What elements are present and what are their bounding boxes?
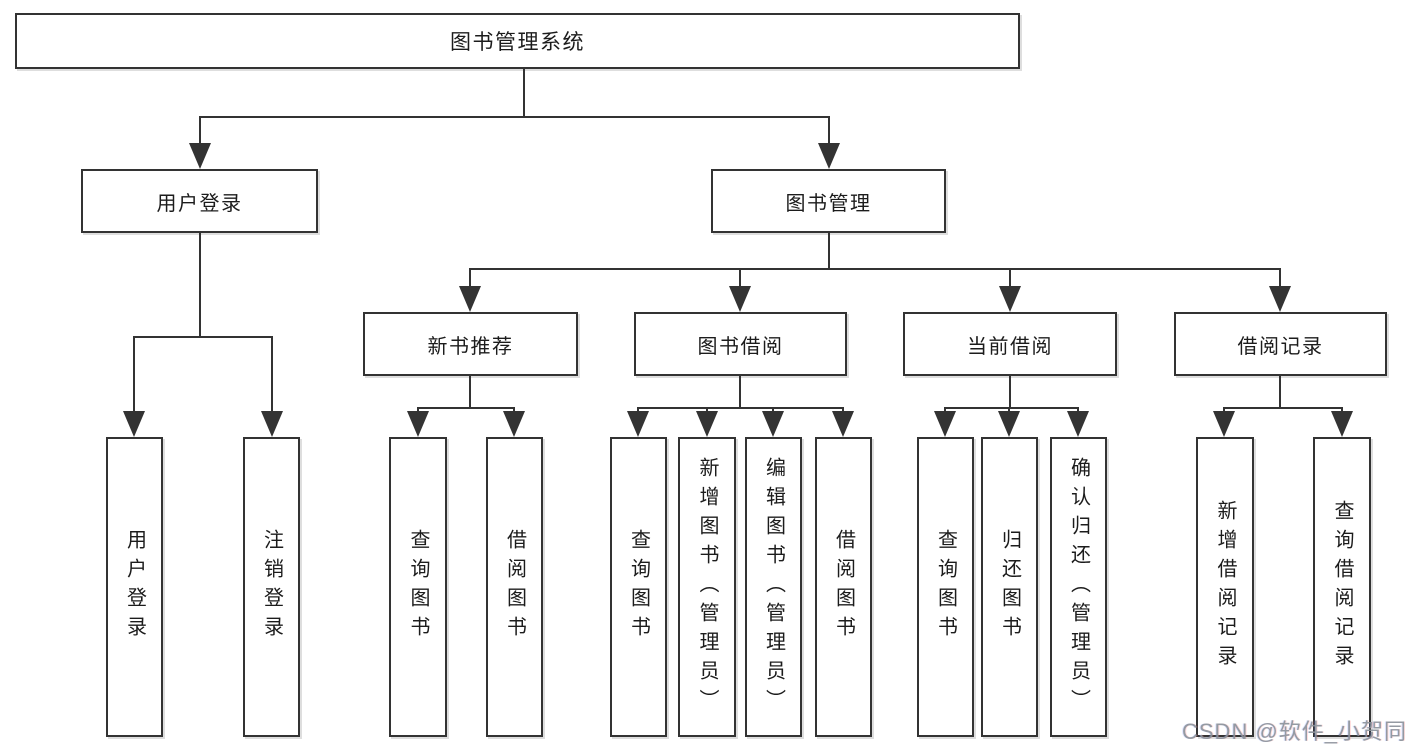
node-new-book-recommend: 新书推荐 bbox=[363, 312, 578, 376]
node-label: 借阅图书 bbox=[832, 529, 855, 645]
node-label: 图书管理系统 bbox=[450, 31, 585, 54]
node-label: 注销登录 bbox=[260, 529, 283, 645]
csdn-watermark: CSDN @软件_小贺同学 bbox=[1182, 719, 1405, 744]
node-label: 用户登录 bbox=[123, 529, 146, 645]
node-book-borrow: 图书借阅 bbox=[634, 312, 847, 376]
node-label: 编辑图书（管理员） bbox=[762, 456, 785, 718]
leaf-edit-books-admin: 编辑图书（管理员） bbox=[745, 437, 802, 737]
leaf-borrow-books: 借阅图书 bbox=[815, 437, 872, 737]
node-label: 查询图书 bbox=[407, 529, 429, 645]
leaf-add-books-admin: 新增图书（管理员） bbox=[678, 437, 736, 737]
node-label: 归还图书 bbox=[998, 529, 1021, 645]
node-current-borrow: 当前借阅 bbox=[903, 312, 1117, 376]
node-book-management: 图书管理 bbox=[711, 169, 946, 233]
node-label: 图书管理 bbox=[785, 192, 872, 215]
node-label: 用户登录 bbox=[156, 192, 243, 215]
node-label: 新书推荐 bbox=[427, 335, 514, 358]
leaf-query-books-recommend: 查询图书 bbox=[389, 437, 447, 737]
leaf-query-books-borrow: 查询图书 bbox=[610, 437, 667, 737]
leaf-user-login: 用户登录 bbox=[106, 437, 163, 737]
node-label: 借阅记录 bbox=[1237, 335, 1324, 358]
node-label: 查询图书 bbox=[627, 529, 650, 645]
leaf-query-books-current: 查询图书 bbox=[917, 437, 974, 737]
node-root-library-system: 图书管理系统 bbox=[15, 13, 1020, 69]
leaf-logout: 注销登录 bbox=[243, 437, 300, 737]
node-label: 查询借阅记录 bbox=[1331, 500, 1353, 674]
node-label: 确认归还（管理员） bbox=[1067, 456, 1090, 718]
node-label: 借阅图书 bbox=[503, 529, 526, 645]
node-label: 图书借阅 bbox=[697, 335, 784, 358]
node-label: 新增图书（管理员） bbox=[696, 456, 718, 718]
node-label: 新增借阅记录 bbox=[1214, 500, 1236, 674]
node-label: 查询图书 bbox=[934, 529, 957, 645]
node-user-login: 用户登录 bbox=[81, 169, 318, 233]
leaf-return-books: 归还图书 bbox=[981, 437, 1038, 737]
leaf-confirm-return-admin: 确认归还（管理员） bbox=[1050, 437, 1107, 737]
node-label: 当前借阅 bbox=[967, 335, 1053, 358]
node-borrow-records: 借阅记录 bbox=[1174, 312, 1387, 376]
leaf-add-borrow-record: 新增借阅记录 bbox=[1196, 437, 1254, 737]
leaf-borrow-books-recommend: 借阅图书 bbox=[486, 437, 543, 737]
leaf-query-borrow-record: 查询借阅记录 bbox=[1313, 437, 1371, 737]
